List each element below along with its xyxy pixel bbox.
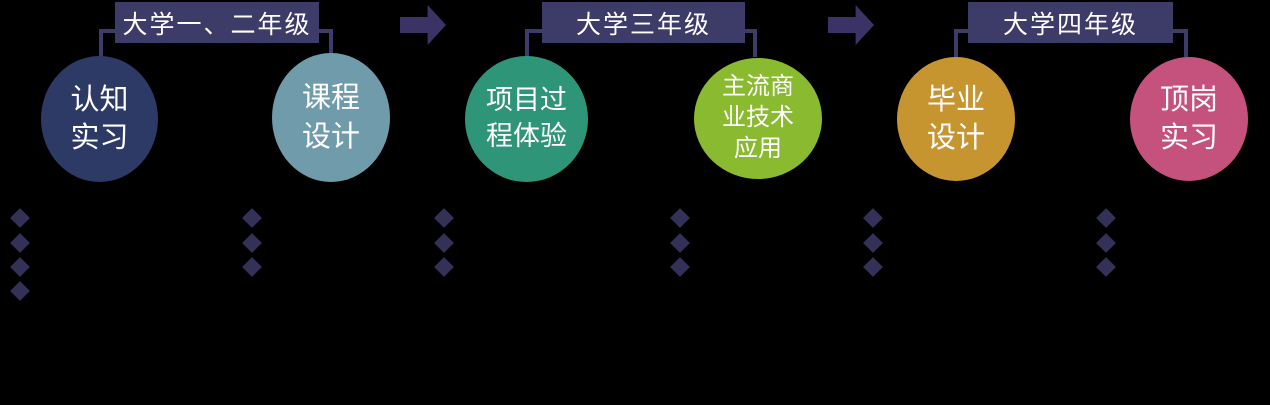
stage3-circle2: 顶岗 实习	[1130, 57, 1248, 181]
diamond-bullet-icon	[670, 208, 690, 228]
diamond-bullet-icon	[10, 233, 30, 253]
stage3-connector-left-line	[954, 29, 968, 57]
stage1-circle1: 认知 实习	[41, 56, 158, 182]
diamond-bullet-icon	[434, 208, 454, 228]
stage3-connector-right-line	[1173, 29, 1188, 57]
stage3-circle2-label: 顶岗 实习	[1159, 83, 1218, 154]
stage2-circle2: 主流商 业技术 应用	[694, 58, 822, 179]
diamond-bullet-icon	[1096, 208, 1116, 228]
diamond-bullet-icon	[242, 257, 262, 277]
diamond-bullet-icon	[863, 233, 883, 253]
diamond-bullet-icon	[10, 208, 30, 228]
diamond-bullet-icon	[1096, 233, 1116, 253]
stage1-title: 大学一、二年级	[122, 11, 312, 39]
arrow-right-icon	[828, 5, 874, 45]
stage1-connector-right-line	[319, 29, 333, 57]
diamond-bullet-icon	[10, 257, 30, 277]
diamond-bullet-icon	[1096, 257, 1116, 277]
stage2-connector-left-line	[525, 29, 542, 57]
stage2-circle1-label: 项目过 程体验	[486, 85, 567, 151]
diamond-bullet-icon	[10, 281, 30, 301]
arrow-right-icon	[400, 5, 446, 45]
diamond-bullet-icon	[863, 208, 883, 228]
diamond-bullet-icon	[434, 257, 454, 277]
diamond-bullet-icon	[434, 233, 454, 253]
stage2-header: 大学三年级	[542, 2, 745, 43]
diamond-bullet-icon	[242, 233, 262, 253]
stage3-header: 大学四年级	[968, 2, 1173, 43]
stage3-title: 大学四年级	[1002, 11, 1138, 39]
stage2-title: 大学三年级	[575, 11, 711, 39]
stage2-circle2-label: 主流商 业技术 应用	[722, 74, 794, 162]
stage2-circle1: 项目过 程体验	[465, 56, 588, 182]
stage1-circle2-label: 课程 设计	[301, 82, 360, 153]
diamond-bullet-icon	[670, 257, 690, 277]
diamond-bullet-icon	[670, 233, 690, 253]
diamond-bullet-icon	[863, 257, 883, 277]
stage1-connector-left-line	[99, 29, 116, 57]
stage3-circle1: 毕业 设计	[897, 57, 1015, 181]
stage3-circle1-label: 毕业 设计	[926, 83, 985, 154]
stage1-circle2: 课程 设计	[272, 53, 390, 182]
stage1-circle1-label: 认知 实习	[70, 83, 129, 154]
diamond-bullet-icon	[242, 208, 262, 228]
stage1-header: 大学一、二年级	[115, 2, 319, 43]
stage2-connector-right-line	[745, 29, 757, 57]
